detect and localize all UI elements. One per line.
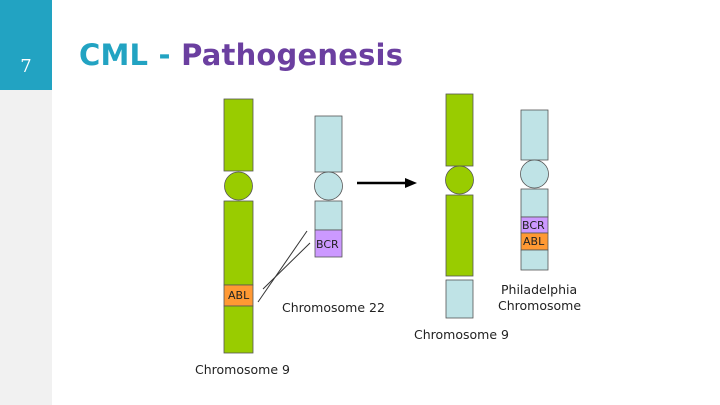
chromosome-9-after-label: Chromosome 9	[414, 327, 509, 342]
bcr-fused-label: BCR	[522, 219, 545, 232]
philadelphia-label-line1: Philadelphia	[501, 282, 577, 297]
title-pathogenesis: Pathogenesis	[181, 38, 404, 72]
chromosome-9-before	[223, 98, 254, 354]
chromosome-9-after	[445, 93, 474, 319]
left-sidebar-strip	[0, 90, 52, 405]
chromosome-9-label: Chromosome 9	[195, 362, 290, 377]
transformation-arrow	[357, 178, 417, 188]
translocation-lines	[257, 230, 311, 303]
title-cml: CML	[79, 38, 149, 72]
bcr-segment	[314, 229, 343, 258]
abl-label: ABL	[228, 289, 250, 302]
philadelphia-label-line2: Chromosome	[498, 298, 581, 313]
slide-number-panel: 7	[0, 0, 52, 90]
chromosome-22-label: Chromosome 22	[282, 300, 385, 315]
chromosome-22-before	[314, 115, 343, 258]
abl-fused-label: ABL	[523, 235, 545, 248]
slide-title: CML - Pathogenesis	[79, 38, 403, 72]
title-separator: -	[148, 38, 182, 72]
philadelphia-chromosome	[520, 109, 549, 271]
slide-number: 7	[20, 56, 32, 77]
bcr-label: BCR	[316, 238, 339, 251]
